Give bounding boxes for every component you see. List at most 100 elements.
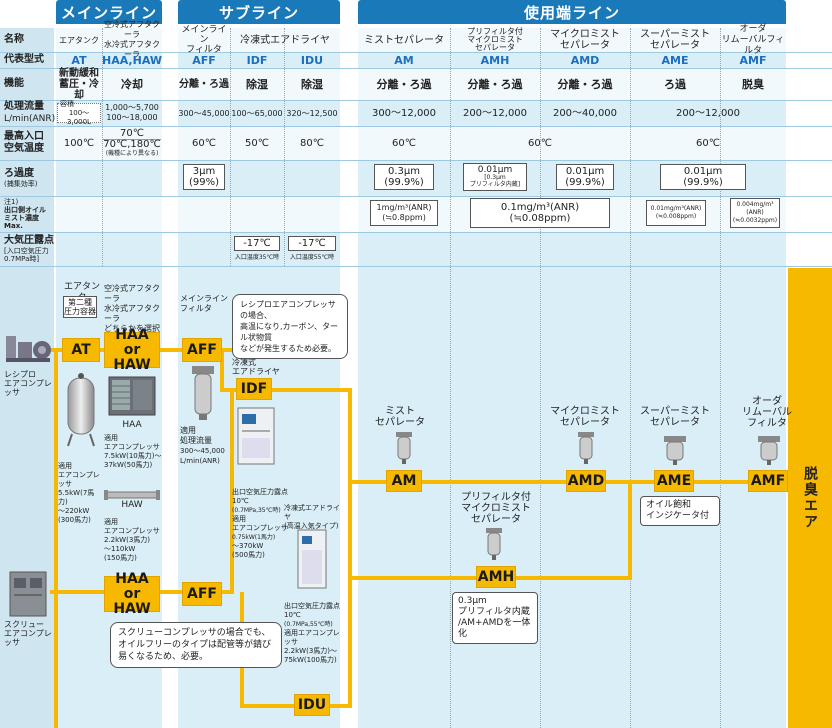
- cell-amd-flow: 200～40,000: [552, 107, 618, 119]
- aff-label: メインラインフィルタ: [180, 294, 228, 313]
- ame-filter-icon: [664, 436, 686, 466]
- cell-amh-flow: 200～12,000: [462, 107, 528, 119]
- cell-am-oil: 1mg/m³(ANR)(≒0.8ppm): [370, 200, 438, 226]
- row-divider: [0, 266, 832, 267]
- idf-label: 冷凍式エアドライヤ: [232, 358, 280, 376]
- cell-amd-model: AMD: [570, 53, 600, 67]
- cell-am-flow: 300～12,000: [371, 107, 437, 119]
- cell-amf-function: 脱臭: [742, 77, 764, 91]
- aff-filter-icon: [190, 366, 216, 422]
- cell-ame-oil: 0.01mg/m³(ANR)(≒0.008ppm): [646, 200, 706, 226]
- cell-aff-filtration: 3μm(99%): [183, 164, 225, 190]
- cell-idu-temp: 80℃: [300, 137, 324, 149]
- reciprocating-compressor-icon: [4, 330, 52, 366]
- air-tank-class-box: 第二種圧力容器: [63, 296, 97, 318]
- col-divider: [540, 28, 541, 728]
- node-at[interactable]: AT: [62, 338, 100, 362]
- am-diagram-label: ミストセパレータ: [375, 406, 425, 428]
- row-label-model: 代表型式: [4, 54, 44, 65]
- cell-idu-function: 除湿: [301, 77, 323, 91]
- node-amf[interactable]: AMF: [748, 470, 788, 492]
- cell-am-filtration: 0.3μm(99.9%): [374, 164, 434, 190]
- node-aff-top[interactable]: AFF: [182, 338, 222, 362]
- col-divider: [630, 28, 631, 728]
- cell-amf-oil: 0.004mg/m³(ANR)(≒0.0032ppm): [730, 198, 780, 228]
- cell-ame-amf-temp: 60℃: [696, 137, 720, 149]
- cell-amh-amd-oil: 0.1mg/m³(ANR)(≒0.08ppm): [470, 198, 610, 228]
- node-am[interactable]: AM: [386, 470, 422, 492]
- header-end-line: 使用端ライン: [358, 0, 786, 24]
- cell-amf-model: AMF: [739, 53, 767, 67]
- amd-diagram-label: マイクロミストセパレータ: [550, 406, 620, 428]
- cell-cooler-name: 空冷式アフタクーラ水冷式アフタクーラ: [104, 20, 160, 59]
- row-band-temp: [56, 126, 786, 160]
- cell-aff-function: 分離・ろ過: [179, 78, 229, 90]
- cell-amd-function: 分離・ろ過: [557, 77, 613, 91]
- row-divider: [0, 196, 832, 197]
- cell-am-model: AM: [394, 53, 414, 67]
- row-divider: [0, 100, 832, 101]
- amh-diagram-label: プリフィルタ付マイクロミストセパレータ: [461, 492, 531, 525]
- cell-cooler-model: HAA,HAW: [102, 53, 162, 67]
- cell-am-function: 分離・ろ過: [376, 77, 432, 91]
- col-divider: [230, 28, 231, 266]
- node-idu[interactable]: IDU: [294, 694, 330, 716]
- node-aff-bottom[interactable]: AFF: [182, 582, 222, 606]
- node-amd[interactable]: AMD: [566, 470, 606, 492]
- cell-idu-model: IDU: [300, 53, 324, 67]
- cell-idf-dew-note: 入口温度35℃時: [234, 253, 280, 261]
- row-divider: [0, 126, 832, 127]
- cell-idf-flow: 100～65,000: [231, 108, 283, 118]
- pipe: [230, 390, 234, 594]
- pipe: [54, 350, 58, 728]
- cell-amd-name: マイクロミストセパレータ: [550, 29, 620, 51]
- row-band-function: [56, 68, 786, 100]
- pipe: [220, 388, 352, 392]
- cell-tank-model: AT: [71, 53, 87, 67]
- air-tank-icon: [64, 372, 98, 448]
- haa-cooler-icon: [108, 376, 156, 416]
- pipe: [628, 482, 632, 580]
- cell-idf-model: IDF: [246, 53, 268, 67]
- cell-ame-function: ろ過: [664, 77, 686, 91]
- cell-amd-filtration: 0.01μm(99.9%): [556, 164, 614, 190]
- cell-ame-amf-flow: 200～12,000: [675, 107, 741, 119]
- amf-filter-icon: [758, 436, 780, 466]
- cell-am-name: ミストセパレータ: [364, 34, 444, 46]
- pipe: [348, 388, 352, 708]
- cell-idf-temp: 50℃: [245, 137, 269, 149]
- cell-idu-dew-note: 入口温度55℃時: [289, 253, 335, 261]
- node-ame[interactable]: AME: [654, 470, 694, 492]
- row-divider: [0, 160, 832, 161]
- cell-amh-name: プリフィルタ付マイクロミストセパレータ: [467, 27, 523, 52]
- screw-compressor-icon: [8, 570, 48, 618]
- amh-filter-icon: [486, 528, 502, 562]
- haa-label: HAA: [122, 420, 142, 430]
- haw-label: HAW: [121, 500, 143, 510]
- cell-cooler-function: 冷却: [121, 77, 143, 91]
- row-label-name: 名称: [4, 34, 24, 45]
- cell-am-temp: 60℃: [392, 137, 416, 149]
- cell-ame-name: スーパーミストセパレータ: [640, 29, 710, 51]
- amf-diagram-label: オーダリムーバルフィルタ: [742, 396, 792, 429]
- cell-idf-function: 除湿: [246, 77, 268, 91]
- cell-amh-amd-temp: 60℃: [528, 137, 552, 149]
- cell-tank-temp: 100℃: [63, 137, 95, 149]
- ame-diagram-label: スーパーミストセパレータ: [640, 406, 710, 428]
- cell-idf-dew: -17℃: [234, 236, 280, 251]
- row-label-oil: 注1)出口側オイルミスト濃度Max.: [4, 198, 46, 230]
- node-idf[interactable]: IDF: [236, 378, 272, 400]
- header-main-line: メインライン: [56, 0, 162, 24]
- node-amh[interactable]: AMH: [476, 566, 516, 588]
